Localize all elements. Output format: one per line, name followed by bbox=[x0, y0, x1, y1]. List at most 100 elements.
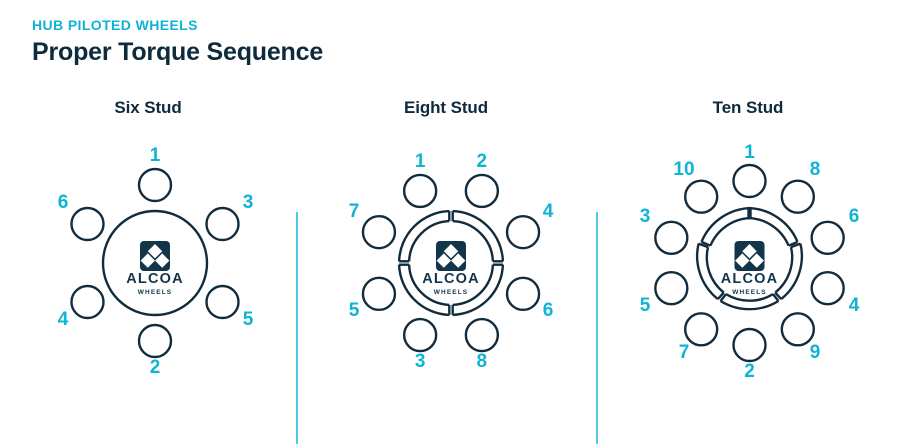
stud-label-upper-left: 6 bbox=[58, 192, 69, 213]
ten-stud-labels: 1 8 6 4 9 2 7 5 3 10 bbox=[640, 142, 860, 382]
ten-stud-hub bbox=[695, 206, 804, 311]
hub-outer-ring-arc-se bbox=[452, 264, 505, 317]
stud-circle-2 bbox=[732, 327, 767, 363]
logo-subwordmark: WHEELS bbox=[732, 289, 766, 296]
stud-label-top-left: 1 bbox=[415, 151, 426, 172]
stud-circle-2 bbox=[464, 173, 500, 209]
panel-title-eight-stud: Eight Stud bbox=[404, 98, 488, 117]
hub-outer-arc-3 bbox=[719, 299, 780, 311]
hub-spoke-5a bbox=[698, 242, 709, 249]
eight-stud-labels: 1 2 4 6 8 3 5 7 bbox=[349, 151, 554, 372]
hub-outer-ring-arc-nw bbox=[397, 209, 450, 262]
hub-spoke-2b bbox=[790, 242, 801, 249]
stud-circle-8 bbox=[780, 179, 816, 214]
stud-circle-1 bbox=[137, 167, 173, 203]
stud-circle-1 bbox=[402, 173, 438, 209]
stud-circle-10 bbox=[683, 179, 719, 214]
stud-label-bottom: 2 bbox=[744, 361, 755, 382]
stud-label-upper-right: 8 bbox=[810, 159, 821, 180]
hub-spoke-3b bbox=[772, 293, 780, 302]
hub-outer-arc-2 bbox=[780, 243, 804, 300]
wheel-diagram-eight-stud: 1 2 4 6 8 3 5 7 ALCOA WHEELS bbox=[349, 151, 554, 372]
stud-circle-5 bbox=[361, 276, 397, 312]
stud-circle-1 bbox=[732, 163, 767, 199]
stud-circle-4 bbox=[810, 270, 845, 306]
eyebrow-label: HUB PILOTED WHEELS bbox=[32, 17, 198, 33]
panel-divider-2 bbox=[596, 212, 598, 444]
stud-circle-4 bbox=[70, 284, 105, 320]
logo-diamond-top bbox=[742, 244, 757, 259]
hub-inner-arc-3 bbox=[725, 293, 774, 302]
stud-label-lower-right: 9 bbox=[810, 342, 821, 363]
six-stud-studs bbox=[70, 167, 240, 359]
stud-label-bottom-right: 8 bbox=[477, 351, 488, 372]
logo-subwordmark: WHEELS bbox=[434, 289, 468, 296]
hub-outer-arc-5 bbox=[700, 206, 751, 243]
panel-six-stud: Six Stud 1 3 5 2 4 bbox=[0, 88, 296, 400]
stud-label-right-lower: 6 bbox=[543, 300, 554, 321]
stud-label-top: 1 bbox=[150, 145, 161, 166]
stud-circle-8 bbox=[464, 317, 500, 353]
logo-diamond-left bbox=[140, 253, 155, 268]
panel-divider-1 bbox=[296, 212, 298, 444]
hub-inner-ring-arc-sw bbox=[407, 264, 450, 307]
logo-diamond-right bbox=[155, 253, 170, 268]
wheel-diagram-ten-stud: 1 8 6 4 9 2 7 5 3 10 ALCOA W bbox=[640, 142, 860, 382]
six-stud-labels: 1 3 5 2 4 6 bbox=[58, 145, 254, 378]
panel-ten-stud: Ten Stud bbox=[596, 88, 900, 400]
eight-stud-hub bbox=[397, 209, 505, 317]
stud-circle-6 bbox=[810, 220, 845, 256]
stud-label-bottom-left: 3 bbox=[415, 351, 426, 372]
stud-label-upper-right: 3 bbox=[243, 192, 254, 213]
stud-label-right-upper: 4 bbox=[543, 201, 554, 222]
hub-outer-ring-arc-sw bbox=[397, 264, 450, 317]
logo-wordmark: ALCOA bbox=[126, 271, 184, 287]
alcoa-logo-ten-stud: ALCOA WHEELS bbox=[721, 241, 777, 296]
stud-label-left-upper: 3 bbox=[640, 206, 651, 227]
header: HUB PILOTED WHEELS Proper Torque Sequenc… bbox=[32, 16, 323, 68]
panel-eight-stud: Eight Stud bbox=[296, 88, 596, 400]
hub-outer-arc-1 bbox=[748, 206, 799, 243]
panel-title-six-stud: Six Stud bbox=[114, 98, 182, 117]
stud-circle-3 bbox=[205, 206, 240, 242]
stud-label-left-lower: 5 bbox=[349, 300, 360, 321]
torque-sequence-infographic: HUB PILOTED WHEELS Proper Torque Sequenc… bbox=[0, 16, 900, 444]
logo-wordmark: ALCOA bbox=[422, 271, 480, 287]
logo-diamond-top bbox=[147, 244, 163, 259]
stud-circle-9 bbox=[780, 312, 816, 347]
stud-circle-6 bbox=[505, 276, 541, 312]
logo-diamond-top bbox=[443, 244, 459, 259]
stud-label-left-upper: 7 bbox=[349, 201, 360, 222]
stud-label-left-lower: 5 bbox=[640, 295, 651, 316]
logo-subwordmark: WHEELS bbox=[138, 289, 172, 296]
stud-circle-6 bbox=[70, 206, 105, 242]
stud-circle-4 bbox=[505, 214, 541, 250]
stud-circle-5 bbox=[654, 270, 689, 306]
hub-inner-arc-4 bbox=[705, 246, 725, 294]
hub-inner-ring-arc-ne bbox=[452, 219, 495, 262]
hub-outer-arc-4 bbox=[695, 243, 719, 300]
hub-inner-arc-1 bbox=[748, 216, 790, 247]
stud-label-upper-left: 10 bbox=[673, 159, 694, 180]
hub-spoke-5b bbox=[701, 240, 711, 247]
hub-outer-ring-arc-ne bbox=[452, 209, 505, 262]
stud-label-top-right: 2 bbox=[477, 151, 488, 172]
alcoa-logo-eight-stud: ALCOA WHEELS bbox=[422, 241, 480, 296]
stud-circle-3 bbox=[654, 220, 689, 256]
stud-label-lower-left: 7 bbox=[679, 342, 690, 363]
stud-label-right-lower: 4 bbox=[849, 295, 860, 316]
logo-diamond-left bbox=[436, 253, 451, 268]
stud-circle-7 bbox=[361, 214, 397, 250]
stud-label-lower-right: 5 bbox=[243, 309, 254, 330]
stud-circle-2 bbox=[137, 323, 173, 359]
panel-title-ten-stud: Ten Stud bbox=[712, 98, 784, 117]
diagram-panels: Six Stud 1 3 5 2 4 bbox=[0, 88, 900, 444]
hub-inner-ring-arc-nw bbox=[407, 219, 450, 262]
stud-label-bottom: 2 bbox=[150, 357, 161, 378]
stud-circle-7 bbox=[683, 312, 719, 347]
ten-stud-studs bbox=[654, 163, 845, 363]
eight-stud-studs bbox=[361, 173, 541, 353]
hub-spoke-2a bbox=[788, 240, 798, 247]
stud-label-lower-left: 4 bbox=[58, 309, 69, 330]
hub-inner-ring-arc-se bbox=[452, 264, 495, 307]
